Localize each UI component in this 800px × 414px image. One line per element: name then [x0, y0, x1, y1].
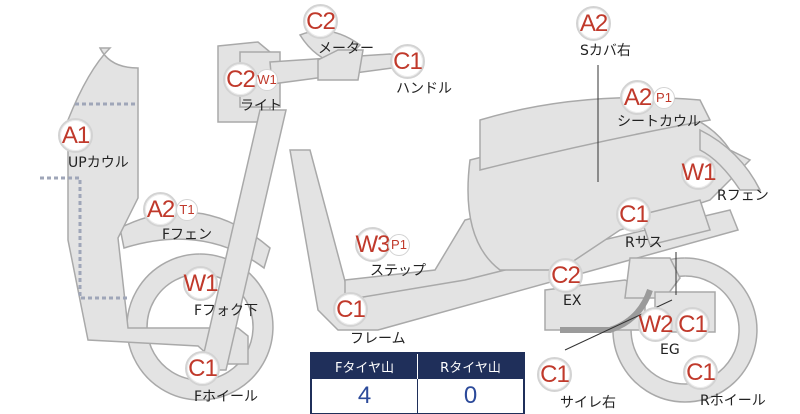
handle-name: ハンドル: [396, 81, 452, 97]
r-wheel-name: Rホイール: [700, 393, 766, 409]
r-sus-grade: C1: [616, 197, 651, 232]
s-cover-right-name: Sカバ右: [580, 43, 631, 59]
r-fender-grade: W1: [681, 155, 717, 190]
r-wheel-label[interactable]: C1: [683, 355, 718, 390]
f-fender-grade: A2: [143, 192, 178, 227]
meter-label[interactable]: C2: [303, 4, 338, 39]
ex-grade: C2: [548, 258, 583, 293]
eg-name: EG: [660, 342, 680, 358]
f-fender-sub-grade: T1: [176, 198, 198, 221]
up-cowl-grade: A1: [58, 118, 93, 153]
up-cowl-label[interactable]: A1: [58, 118, 93, 153]
f-wheel-name: Fホイール: [194, 389, 259, 405]
r-sus-label[interactable]: C1: [616, 197, 651, 232]
f-fork-grade: W1: [183, 266, 219, 301]
step-sub-grade: P1: [388, 233, 410, 256]
front-tire-header: Fタイヤ山: [311, 353, 418, 379]
step-name: ステップ: [370, 263, 426, 279]
light-sub-grade: W1: [256, 68, 278, 91]
seat-cowl-grade: A2: [620, 80, 655, 115]
f-wheel-label[interactable]: C1: [185, 351, 220, 386]
frame-grade: C1: [333, 292, 368, 327]
r-sus-name: Rサス: [625, 235, 663, 251]
f-wheel-grade: C1: [185, 351, 220, 386]
r-fender-name: Rフェン: [717, 188, 769, 204]
f-fender-name: Fフェン: [162, 227, 213, 243]
up-cowl-name: UPカウル: [68, 155, 129, 171]
rear-tire-value: 0: [417, 379, 524, 414]
meter-name: メーター: [318, 41, 374, 57]
frame-label[interactable]: C1: [333, 292, 368, 327]
s-cover-right-label[interactable]: A2: [576, 6, 611, 41]
seat-cowl-sub-grade: P1: [653, 86, 675, 109]
f-fork-name: Fフォク下: [194, 303, 259, 319]
light-name: ライト: [240, 98, 282, 114]
frame-name: フレーム: [350, 331, 406, 347]
step-grade: W3: [355, 227, 391, 262]
eg-grade-2: C1: [675, 307, 710, 342]
s-cover-right-grade: A2: [576, 6, 611, 41]
seat-cowl-name: シートカウル: [617, 114, 701, 130]
muffler-right-name: サイレ右: [560, 395, 616, 411]
muffler-right-grade: C1: [537, 357, 572, 392]
r-wheel-grade: C1: [683, 355, 718, 390]
front-tire-value: 4: [311, 379, 418, 414]
f-fork-label[interactable]: W1: [183, 266, 219, 301]
rear-tire-header: Rタイヤ山: [417, 353, 524, 379]
handle-label[interactable]: C1: [390, 44, 425, 79]
handle-grade: C1: [390, 44, 425, 79]
r-fender-label[interactable]: W1: [681, 155, 717, 190]
ex-name: EX: [563, 293, 582, 309]
muffler-right-label[interactable]: C1: [537, 357, 572, 392]
tire-tread-table: Fタイヤ山 Rタイヤ山 4 0: [310, 352, 525, 414]
light-grade: C2: [223, 62, 258, 97]
eg-grade: W2: [638, 307, 674, 342]
ex-label[interactable]: C2: [548, 258, 583, 293]
meter-grade: C2: [303, 4, 338, 39]
